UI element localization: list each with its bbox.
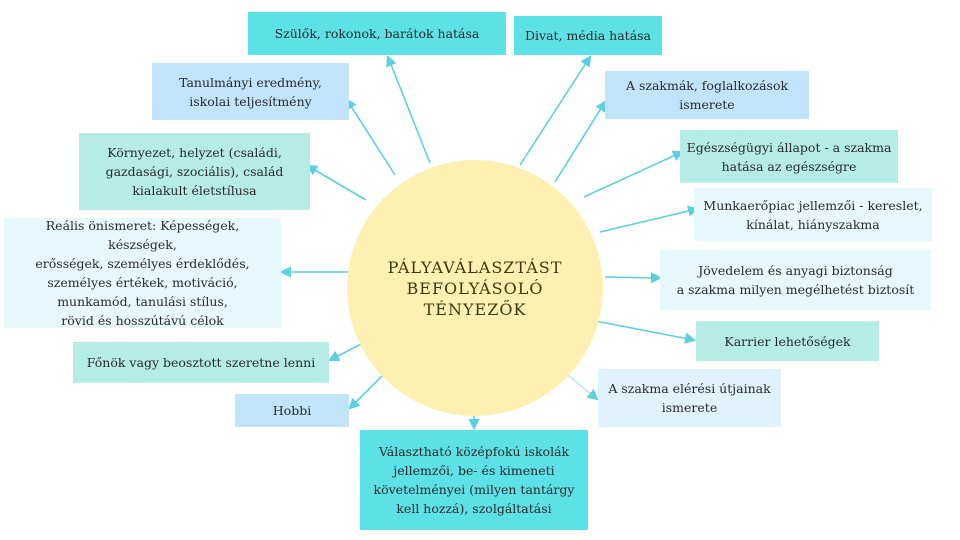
central-topic-title: PÁLYAVÁLASZTÁST BEFOLYÁSOLÓ TÉNYEZŐK xyxy=(387,257,563,319)
factor-karrier: Karrier lehetőségek xyxy=(696,321,879,361)
factor-eleresi: A szakma elérési útjainak ismerete xyxy=(598,369,781,427)
factor-hobbi: Hobbi xyxy=(235,394,349,427)
arrow-karrier xyxy=(589,319,697,344)
arrow-egeszseg xyxy=(583,150,685,198)
factor-munkaero: Munkaerőpiac jellemzői - kereslet, kínál… xyxy=(694,188,932,241)
factor-szulok: Szülők, rokonok, barátok hatása xyxy=(248,12,506,55)
factor-jovedelem: Jövedelem és anyagi biztonság a szakma m… xyxy=(660,250,931,310)
factor-iskolak: Választható középfokú iskolák jellemzői,… xyxy=(360,430,588,530)
factor-szakmak: A szakmák, foglalkozások ismerete xyxy=(605,71,809,119)
factor-onismeret: Reális önismeret: Képességek, készségek,… xyxy=(4,218,281,328)
factor-divat: Divat, média hatása xyxy=(514,16,662,55)
arrow-jovedelem xyxy=(604,272,663,284)
factor-fonok: Főnök vagy beosztott szeretne lenni xyxy=(73,342,329,383)
arrow-munkaero xyxy=(599,205,700,233)
central-topic: PÁLYAVÁLASZTÁST BEFOLYÁSOLÓ TÉNYEZŐK xyxy=(347,160,603,416)
factor-tanulmanyi: Tanulmányi eredmény, iskolai teljesítmén… xyxy=(152,63,349,120)
factor-egeszseg: Egészségügyi állapot - a szakma hatása a… xyxy=(680,130,898,183)
factor-kornyezet: Környezet, helyzet (családi, gazdasági, … xyxy=(79,133,310,210)
arrow-kornyezet xyxy=(306,164,367,201)
arrow-tanulmanyi xyxy=(345,98,396,176)
arrow-szakmak xyxy=(554,100,607,183)
arrow-szulok xyxy=(386,54,431,164)
arrow-divat xyxy=(519,55,592,166)
